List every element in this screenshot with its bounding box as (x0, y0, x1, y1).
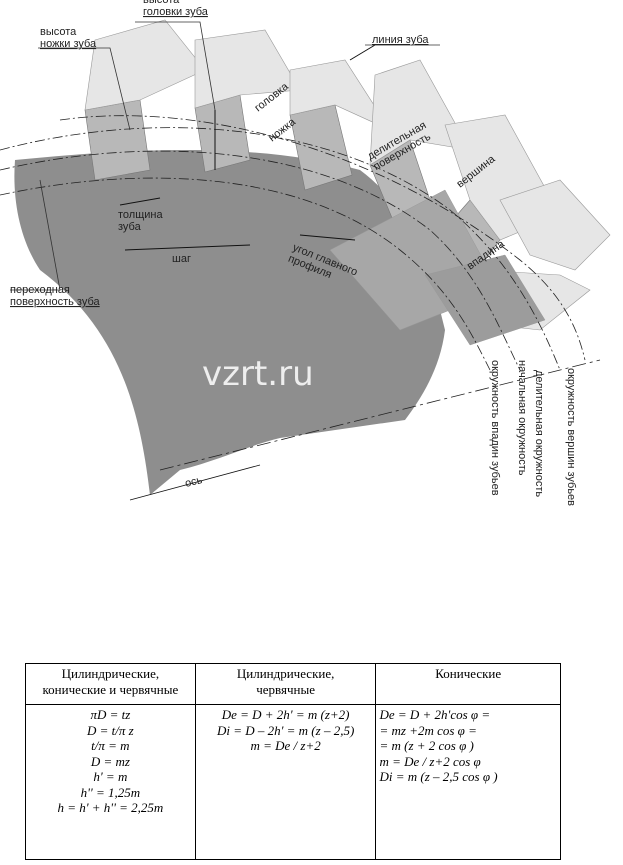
gear-tooth-sides (329, 189, 546, 346)
formulas-conical: De = D + 2h'cos φ = = mz +2m cos φ = = m… (375, 704, 561, 860)
label-transition-surface: переходная поверхность зуба (10, 284, 101, 308)
label-root-circle: окружность впадин зубьев (489, 360, 501, 496)
formula-line: Di = D – 2h' = m (z – 2,5) (216, 722, 355, 738)
gear-circles (0, 115, 601, 501)
formula-line: De = D + 2h' = m (z+2) (221, 707, 350, 722)
header-cylindrical-worm: Цилиндрические, червячные (194, 663, 377, 705)
formula-line: h'' = 1,25m (80, 784, 141, 800)
formula-line: D = mz (90, 753, 130, 769)
label-pitch: шаг (172, 253, 191, 265)
formula-table: Цилиндрические, конические и червячные Ц… (25, 663, 561, 860)
table-formula-row: πD = tz D = t/π z t/π = m D = mz h' = m … (25, 704, 561, 860)
dimension-arrows (119, 44, 376, 251)
table-header-row: Цилиндрические, конические и червячные Ц… (25, 663, 561, 705)
formulas-cylindrical: De = D + 2h' = m (z+2) Di = D – 2h' = m … (194, 704, 377, 860)
formula-line: m = De / z+2 (250, 738, 321, 753)
watermark: vzrt.ru (202, 354, 314, 394)
gear-tooth-tops (84, 19, 611, 331)
header-conical: Конические (375, 663, 561, 705)
formula-line: Di = m (z – 2,5 cos φ ) (379, 769, 498, 784)
formula-line: t/π = m (91, 738, 130, 753)
formula-line: πD = tz (90, 707, 131, 722)
formula-line: h = h' + h'' = 2,25m (57, 800, 164, 815)
leader-lines (10, 21, 440, 291)
label-initial-circle: начальная окружность (516, 360, 528, 476)
formula-line: De = D + 2h'cos φ = (379, 707, 491, 722)
formula-line: = mz +2m cos φ = (379, 722, 477, 738)
formula-line: = m (z + 2 cos φ ) (379, 738, 474, 753)
label-tip-height: высота головки зуба (143, 0, 209, 18)
label-tooth-thickness: толщина зуба (118, 209, 166, 233)
header-cylindrical-conical-worm: Цилиндрические, конические и червячные (25, 663, 196, 705)
label-tooth-line: линия зуба (372, 34, 429, 46)
label-axis: ось (184, 474, 204, 490)
gear-body (14, 150, 445, 495)
formula-line: h' = m (93, 769, 128, 784)
label-pitch-circle: делительная окружность (533, 370, 545, 497)
label-root-height: высота ножки зуба (40, 26, 97, 50)
label-tip-circle: окружность вершин зубьев (565, 368, 577, 506)
formulas-general: πD = tz D = t/π z t/π = m D = mz h' = m … (25, 704, 196, 860)
formula-line: m = De / z+2 cos φ (379, 753, 481, 769)
gear-diagram: высота головки зуба высота ножки зуба ли… (0, 0, 611, 506)
formula-line: D = t/π z (87, 722, 134, 738)
